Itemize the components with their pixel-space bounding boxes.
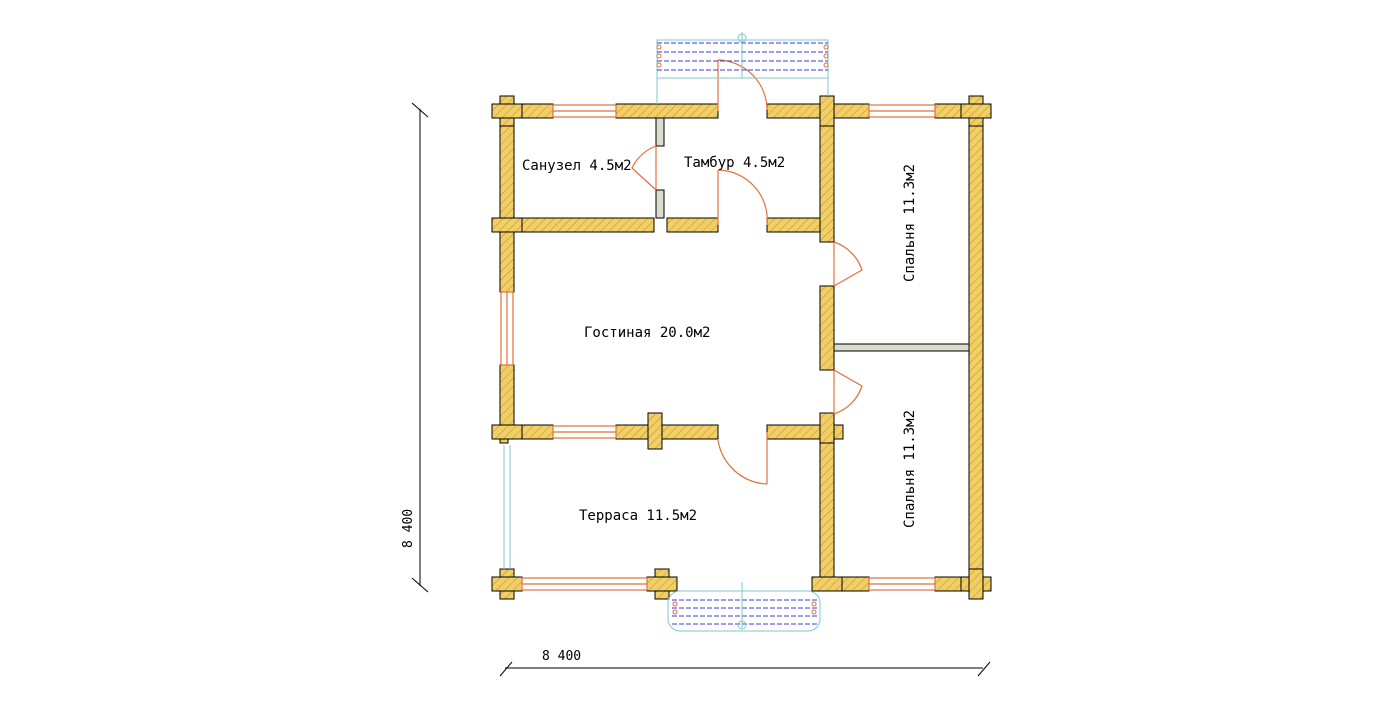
dimension-height-label: 8 400: [401, 509, 416, 548]
wall-left-mid-upper: [499, 231, 515, 293]
log-cross: [819, 95, 835, 127]
room-label-sanuzel: Санузел 4.5м2: [522, 158, 632, 174]
windows: [500, 104, 936, 591]
log-cross: [491, 217, 523, 233]
wall-inner-h5: [615, 424, 719, 440]
door-sanuzel: [631, 145, 657, 191]
wall-top-3: [766, 103, 870, 119]
wall-inner-h2: [666, 217, 719, 233]
door-bedroom-top: [833, 241, 863, 287]
wall-top-2: [615, 103, 719, 119]
wall-left-top: [499, 109, 515, 233]
log-cross: [491, 424, 523, 440]
room-label-bedroom-top: Спальня 11.3м2: [902, 164, 918, 282]
partitions: [655, 117, 970, 352]
terrace-railing: [503, 445, 511, 569]
log-cross: [811, 576, 843, 592]
log-cross: [647, 412, 663, 450]
log-cross: [968, 568, 984, 600]
walls: [491, 95, 992, 600]
room-label-tambur: Тамбур 4.5м2: [684, 155, 785, 171]
door-tambur: [717, 169, 768, 226]
room-label-terrace: Терраса 11.5м2: [579, 508, 697, 524]
log-cross: [819, 412, 835, 444]
partition-sanuzel-bottom: [655, 189, 665, 219]
wall-inner-h1: [499, 217, 655, 233]
doors: [631, 59, 863, 485]
partition-sanuzel-top: [655, 117, 665, 147]
door-terrace: [717, 432, 768, 485]
wall-inner-v2: [819, 285, 835, 371]
door-bedroom-bottom: [833, 369, 863, 415]
log-cross: [491, 103, 523, 119]
log-cross: [960, 103, 992, 119]
room-label-bedroom-bottom: Спальня 11.3м2: [902, 410, 918, 528]
dimension-width: [499, 661, 991, 677]
partition-bedrooms: [833, 343, 970, 352]
stairs-bottom: [667, 582, 821, 632]
wall-inner-v1: [819, 109, 835, 243]
dimension-height: [411, 102, 429, 593]
dimension-width-label: 8 400: [542, 649, 581, 664]
stairs-top: [656, 32, 829, 104]
log-cross: [646, 576, 678, 592]
room-label-living-room: Гостиная 20.0м2: [584, 325, 710, 341]
log-cross: [491, 576, 523, 592]
wall-right: [968, 109, 984, 587]
